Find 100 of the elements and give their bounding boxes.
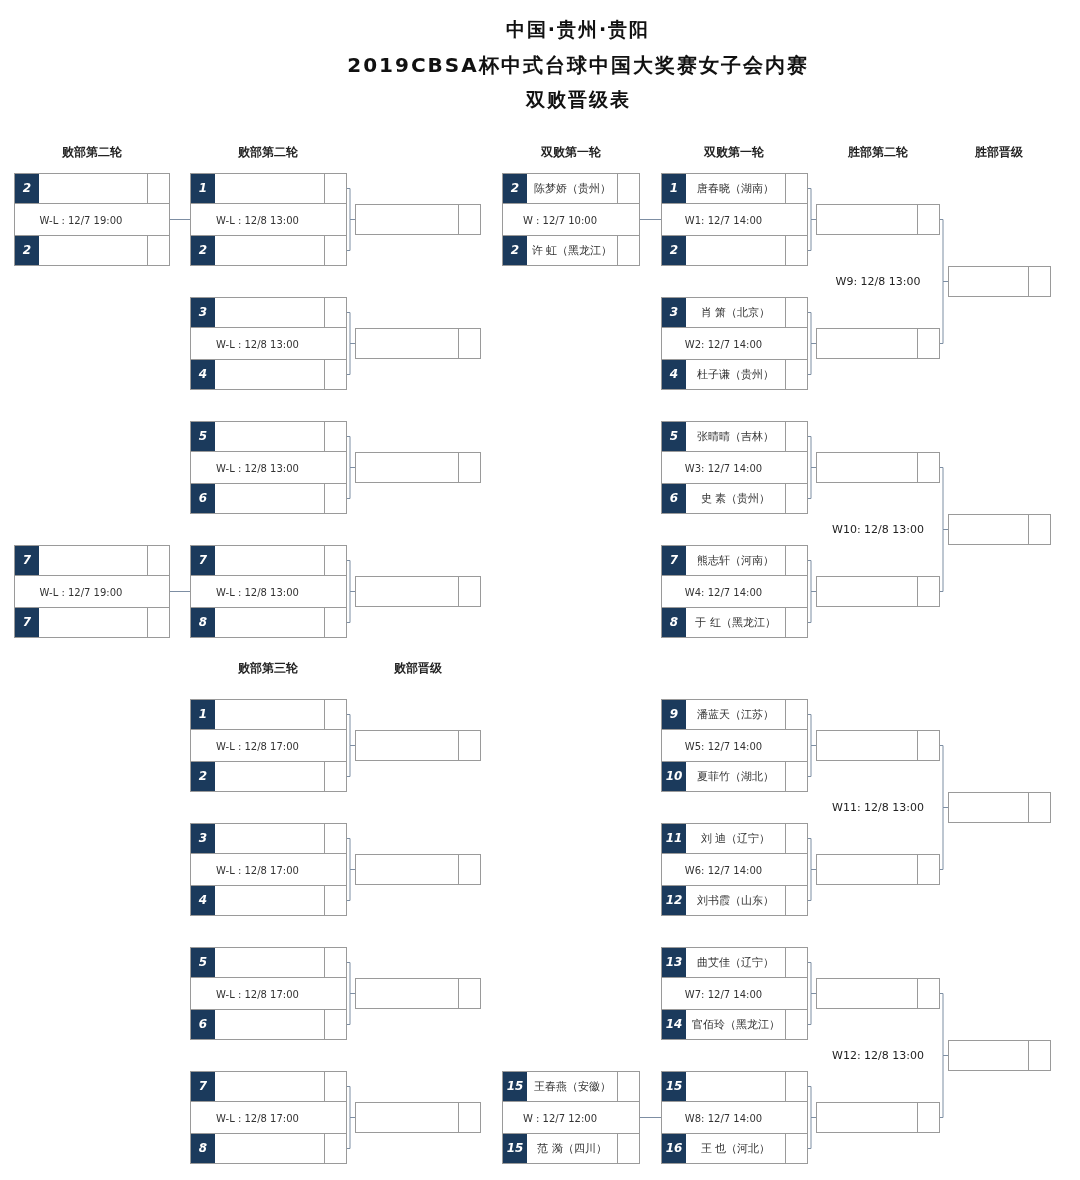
seed-number: 1 bbox=[191, 700, 215, 729]
result-box bbox=[948, 1040, 1051, 1071]
result-box bbox=[355, 854, 481, 885]
result-box bbox=[816, 452, 940, 483]
match-frame bbox=[661, 823, 808, 916]
round-heading: 双败第一轮 bbox=[541, 143, 601, 161]
match-time: W-L : 12/7 19:00 bbox=[38, 586, 124, 600]
match-time: W : 12/7 12:00 bbox=[521, 1112, 599, 1126]
seed-number: 12 bbox=[662, 886, 686, 915]
match-time: W2: 12/7 14:00 bbox=[683, 338, 764, 352]
result-box bbox=[355, 978, 481, 1009]
match-frame bbox=[190, 699, 347, 792]
player-name: 唐春晓（湖南） bbox=[696, 181, 775, 197]
player-name: 肖 箫（北京） bbox=[699, 305, 772, 321]
seed-number: 15 bbox=[662, 1072, 686, 1101]
player-slot bbox=[190, 761, 347, 792]
match-frame bbox=[14, 545, 170, 638]
player-slot bbox=[190, 607, 347, 638]
player-slot bbox=[190, 173, 347, 204]
player-slot bbox=[190, 483, 347, 514]
match-frame bbox=[190, 1071, 347, 1164]
player-slot bbox=[190, 947, 347, 978]
player-slot bbox=[190, 297, 347, 328]
player-slot bbox=[190, 699, 347, 730]
match-time: W4: 12/7 14:00 bbox=[683, 586, 764, 600]
seed-number: 3 bbox=[191, 298, 215, 327]
seed-number: 8 bbox=[662, 608, 686, 637]
round-heading: 败部第二轮 bbox=[62, 143, 122, 161]
seed-number: 15 bbox=[503, 1134, 527, 1163]
match-frame bbox=[661, 1071, 808, 1164]
match-frame bbox=[661, 947, 808, 1040]
player-name: 杜子谦（贵州） bbox=[696, 367, 775, 383]
player-slot bbox=[661, 885, 808, 916]
player-name: 于 红（黑龙江） bbox=[694, 615, 777, 631]
seed-number: 9 bbox=[662, 700, 686, 729]
player-slot bbox=[190, 885, 347, 916]
player-name: 许 虹（黑龙江） bbox=[530, 243, 614, 259]
seed-number: 5 bbox=[191, 422, 215, 451]
player-name: 王 也（河北） bbox=[699, 1141, 772, 1157]
player-slot bbox=[661, 359, 808, 390]
player-name: 陈梦娇（贵州） bbox=[532, 181, 612, 197]
match-frame bbox=[661, 173, 808, 266]
player-slot bbox=[190, 1133, 347, 1164]
seed-number: 8 bbox=[191, 608, 215, 637]
seed-number: 1 bbox=[662, 174, 686, 203]
seed-number: 5 bbox=[191, 948, 215, 977]
match-time: W3: 12/7 14:00 bbox=[683, 462, 764, 476]
player-slot bbox=[502, 1071, 640, 1102]
match-frame bbox=[502, 173, 640, 266]
seed-number: 10 bbox=[662, 762, 686, 791]
player-slot bbox=[190, 1071, 347, 1102]
player-slot bbox=[190, 823, 347, 854]
bracket-line bbox=[169, 591, 191, 592]
match-frame bbox=[190, 173, 347, 266]
seed-number: 7 bbox=[662, 546, 686, 575]
player-name: 夏菲竹（湖北） bbox=[696, 769, 775, 785]
seed-number: 1 bbox=[191, 174, 215, 203]
match-time: W-L : 12/8 17:00 bbox=[215, 864, 300, 878]
player-slot bbox=[661, 761, 808, 792]
result-box bbox=[355, 328, 481, 359]
result-box bbox=[355, 576, 481, 607]
seed-number: 7 bbox=[191, 1072, 215, 1101]
match-frame bbox=[661, 545, 808, 638]
result-box bbox=[355, 204, 481, 235]
round-heading: 败部第三轮 bbox=[238, 659, 298, 677]
seed-number: 7 bbox=[15, 608, 39, 637]
seed-number: 6 bbox=[191, 1010, 215, 1039]
player-slot bbox=[661, 1133, 808, 1164]
heading-text: 双败晋级表 bbox=[525, 87, 631, 112]
match-time: W-L : 12/8 17:00 bbox=[215, 988, 300, 1002]
result-box bbox=[816, 730, 940, 761]
heading-text: 中国·贵州·贵阳 bbox=[505, 17, 651, 42]
result-box bbox=[816, 978, 940, 1009]
player-slot bbox=[502, 235, 640, 266]
player-slot bbox=[190, 359, 347, 390]
match-frame bbox=[661, 421, 808, 514]
player-name: 潘蓝天（江苏） bbox=[696, 707, 775, 723]
seed-number: 16 bbox=[662, 1134, 686, 1163]
player-slot bbox=[661, 1009, 808, 1040]
match-time: W-L : 12/8 13:00 bbox=[215, 214, 300, 228]
bracket-line bbox=[639, 1117, 662, 1118]
match-time: W-L : 12/8 17:00 bbox=[215, 1112, 300, 1126]
player-slot bbox=[14, 607, 170, 638]
match-time: W11: 12/8 13:00 bbox=[832, 800, 924, 814]
seed-number: 13 bbox=[662, 948, 686, 977]
player-slot bbox=[661, 173, 808, 204]
match-time: W12: 12/8 13:00 bbox=[832, 1048, 924, 1062]
page-title: 2019CBSA杯中式台球中国大奖赛女子会内赛 bbox=[347, 51, 809, 79]
seed-number: 2 bbox=[191, 762, 215, 791]
seed-number: 2 bbox=[15, 174, 39, 203]
seed-number: 11 bbox=[662, 824, 686, 853]
seed-number: 2 bbox=[15, 236, 39, 265]
player-slot bbox=[190, 545, 347, 576]
result-box bbox=[355, 452, 481, 483]
result-box bbox=[816, 576, 940, 607]
player-name: 官佰玲（黑龙江） bbox=[690, 1017, 781, 1033]
player-slot bbox=[661, 545, 808, 576]
match-time: W-L : 12/7 19:00 bbox=[38, 214, 124, 228]
player-slot bbox=[14, 235, 170, 266]
match-time: W9: 12/8 13:00 bbox=[835, 274, 921, 288]
